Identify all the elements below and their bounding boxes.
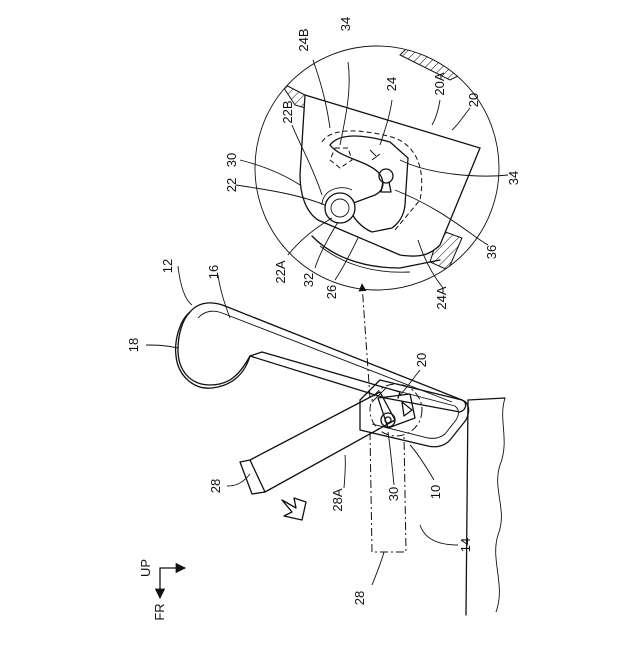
label-22: 22: [224, 178, 239, 192]
compass: [160, 568, 185, 598]
label-34-right: 34: [506, 171, 521, 185]
label-30-main: 30: [386, 487, 401, 501]
label-34-top: 34: [338, 17, 353, 31]
label-14: 14: [458, 538, 473, 552]
label-20-main: 20: [414, 353, 429, 367]
label-22A: 22A: [273, 260, 288, 283]
label-16: 16: [206, 265, 221, 279]
label-28-down: 28: [352, 591, 367, 605]
label-24A: 24A: [434, 286, 449, 309]
label-20-detail: 20: [466, 93, 481, 107]
label-36: 36: [484, 245, 499, 259]
vehicle-floor: [466, 398, 505, 615]
leg-solid: [240, 392, 395, 494]
hinge-zoom-circle: [370, 384, 422, 436]
fold-direction-arrow: [282, 498, 306, 520]
label-24B: 24B: [296, 28, 311, 51]
detail-view: [255, 40, 499, 290]
label-10: 10: [428, 485, 443, 499]
label-26: 26: [324, 285, 339, 299]
headrest: [176, 312, 250, 388]
label-20A: 20A: [432, 72, 447, 95]
label-12: 12: [160, 259, 175, 273]
label-28-up: 28: [208, 479, 223, 493]
compass-up-label: UP: [138, 559, 153, 577]
label-18: 18: [126, 338, 141, 352]
label-22B: 22B: [280, 100, 295, 123]
label-30-detail: 30: [224, 153, 239, 167]
compass-fr-label: FR: [152, 603, 167, 620]
label-24: 24: [384, 77, 399, 91]
label-32: 32: [301, 273, 316, 287]
label-28A: 28A: [330, 488, 345, 511]
